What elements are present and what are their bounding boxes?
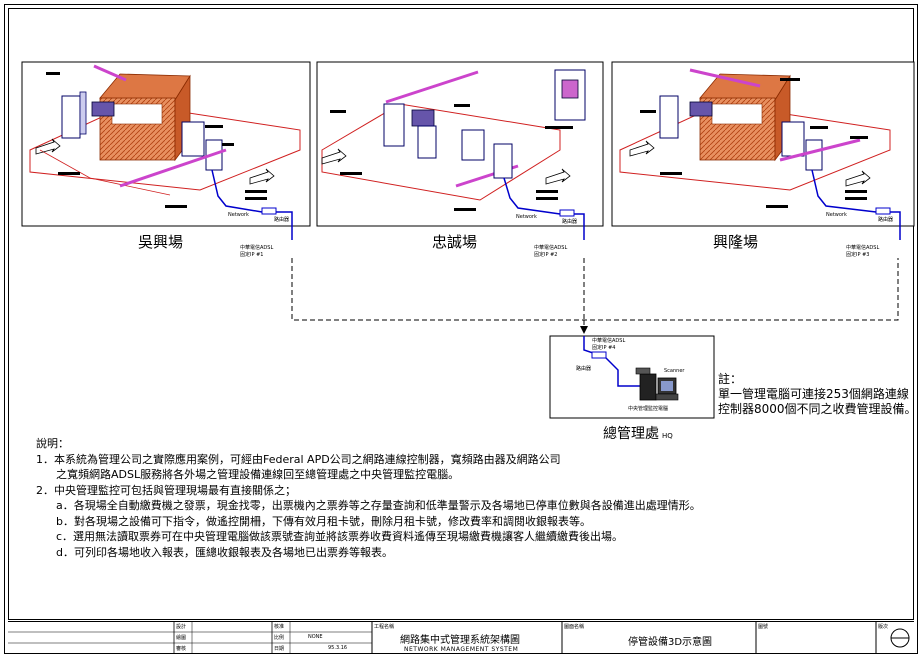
tb-project-label: 工程名稱 — [374, 624, 395, 630]
memo-title: 註： — [718, 372, 743, 386]
site-name-1: 吳興場 — [138, 233, 184, 251]
hq-name-suffix: HQ — [662, 432, 673, 440]
tb-scale-value: NONE — [308, 634, 323, 640]
hq-adsl-sub: 固定IP #4 — [592, 344, 615, 351]
notes-item-2a: a．各現場全自動繳費機之發票，現金找零，出票機內之票券等之存量查詢和低準量警示及… — [56, 499, 701, 512]
router-label-2: 路由器 — [562, 218, 577, 225]
wan-network — [291, 258, 899, 334]
tb-drawing-name: 停管設備3D示意圖 — [628, 637, 713, 648]
tb-no-label: 圖號 — [758, 624, 769, 630]
notes-item-2c: c．選用無法讀取票券可在中央管理電腦做該票號查詢並將該票券收費資料遙傳至現場繳費… — [56, 530, 624, 543]
tb-date-label: 日期 — [274, 646, 285, 652]
site-name-3: 興隆場 — [713, 233, 759, 251]
adsl-sub-1: 固定IP #1 — [240, 251, 263, 258]
memo-line-1: 單一管理電腦可連接253個網路連線 — [718, 387, 909, 401]
notes-item-1b: 之寬頻網路ADSL服務將各外場之管理設備連線回至總管理處之中央管理監控電腦。 — [56, 468, 460, 481]
tb-drawing-label: 圖面名稱 — [564, 624, 585, 630]
tb-project-en: NETWORK MANAGEMENT SYSTEM — [404, 646, 519, 653]
network-label-2: Network — [516, 214, 537, 220]
notes-item-2d: d．可列印各場地收入報表，匯總收銀報表及各場地已出票券等報表。 — [56, 545, 393, 559]
title-block: 設計 繪圖 審核 核准 比例 日期 NONE 95.3.16 工程名稱 網路集中… — [8, 621, 914, 654]
notes-item-2b: b．對各現場之設備可下指令，做遙控開柵，下傳有效月租卡號，刪除月租卡號，修改費率… — [56, 514, 591, 528]
memo-note: 註： 單一管理電腦可連接253個網路連線 控制器8000個不同之收費管理設備。 — [718, 372, 917, 417]
notes-item-2: 2．中央管理監控可包括與管理現場最有直接關係之； — [36, 483, 296, 497]
site-name-2: 忠誠場 — [432, 233, 478, 251]
router-label-1: 路由器 — [274, 216, 289, 223]
notes-title: 說明： — [36, 437, 69, 450]
inner-frame — [8, 8, 914, 620]
memo-line-2: 控制器8000個不同之收費管理設備。 — [718, 402, 917, 416]
tb-design-label: 設計 — [176, 624, 187, 630]
hq-name-text: 總管理處 — [603, 426, 659, 442]
outer-frame — [4, 4, 918, 654]
hq-scanner-label: Scanner — [664, 368, 685, 374]
adsl-sub-2: 固定IP #2 — [534, 251, 557, 258]
tb-rev-label: 版次 — [878, 624, 889, 630]
tb-draw-label: 繪圖 — [176, 635, 187, 641]
hq-panel — [549, 335, 715, 419]
site-panel-2 — [316, 61, 604, 240]
notes-item-1a: 1．本系統為管理公司之實際應用案例，可經由Federal APD公司之網路連線控… — [36, 452, 561, 466]
tb-project-name: 網路集中式管理系統架構圖 — [400, 635, 520, 646]
title-block-grid — [8, 621, 914, 654]
tb-approve-label: 核准 — [274, 624, 285, 630]
hq-adsl-label: 中華電信ADSL — [592, 337, 625, 344]
site-panel-3 — [611, 61, 915, 240]
hq-router-label: 路由器 — [576, 365, 591, 372]
network-label-3: Network — [826, 212, 847, 218]
adsl-label-1: 中華電信ADSL — [240, 244, 273, 251]
explanation-notes: 說明： 1．本系統為管理公司之實際應用案例，可經由Federal APD公司之網… — [36, 436, 701, 560]
site-panel-1 — [21, 61, 311, 240]
tb-check-label: 審核 — [176, 646, 187, 652]
router-label-3: 路由器 — [878, 216, 893, 223]
tb-date-value: 95.3.16 — [328, 645, 348, 651]
hq-pc-label: 中央管理監控電腦 — [628, 405, 668, 412]
tb-scale-label: 比例 — [274, 635, 285, 641]
adsl-sub-3: 固定IP #3 — [846, 251, 869, 258]
network-label-1: Network — [228, 212, 249, 218]
adsl-label-3: 中華電信ADSL — [846, 244, 879, 251]
adsl-label-2: 中華電信ADSL — [534, 244, 567, 251]
